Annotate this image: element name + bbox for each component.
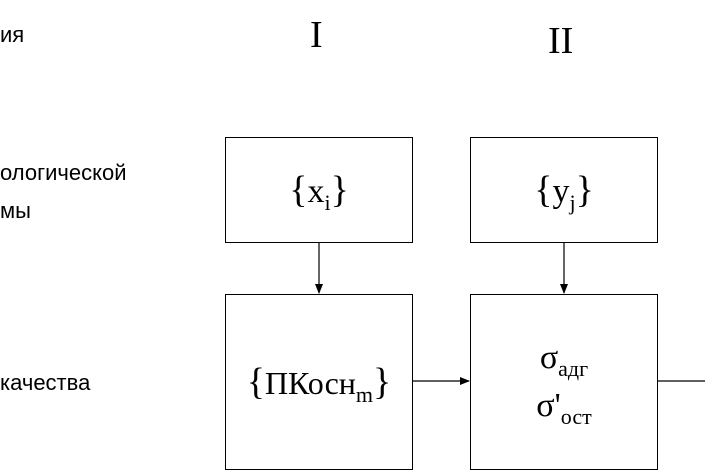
- pk-set-open-brace: {: [246, 361, 265, 403]
- sigma-adhesion: σадг: [539, 339, 588, 380]
- row-label-3: качества: [0, 370, 91, 395]
- x-set-close-brace: }: [330, 169, 349, 211]
- sigma-adhesion-subscript: адг: [558, 356, 589, 381]
- pk-set-base: ПКосн: [264, 365, 356, 401]
- row-label-1: ия: [0, 22, 25, 47]
- x-set-subscript: i: [324, 190, 331, 215]
- y-set-expression: {yj}: [534, 169, 594, 214]
- y-set-subscript: j: [569, 190, 576, 215]
- column-header-2: II: [548, 20, 574, 62]
- box-sigma: σадг σ'ост: [470, 294, 658, 470]
- y-set-open-brace: {: [534, 169, 553, 211]
- x-set-base: x: [307, 173, 325, 210]
- x-set-expression: {xi}: [289, 169, 349, 214]
- pk-set-close-brace: }: [373, 361, 392, 403]
- x-set-open-brace: {: [289, 169, 308, 211]
- box-pk-set: {ПКоснm}: [225, 294, 413, 470]
- y-set-base: y: [552, 173, 570, 210]
- y-set-close-brace: }: [575, 169, 594, 211]
- column-header-1: I: [310, 14, 323, 56]
- sigma-residual: σ'ост: [536, 387, 591, 428]
- sigma-adhesion-base: σ: [539, 339, 559, 376]
- box-x-set: {xi}: [225, 137, 413, 243]
- row-label-2-line1: ологической: [0, 160, 127, 185]
- pk-set-subscript: m: [355, 382, 374, 407]
- row-label-2-line2: мы: [0, 198, 31, 223]
- pk-set-expression: {ПКоснm}: [246, 361, 392, 406]
- box-y-set: {yj}: [470, 137, 658, 243]
- sigma-residual-subscript: ост: [560, 404, 592, 429]
- sigma-residual-base: σ': [536, 387, 561, 424]
